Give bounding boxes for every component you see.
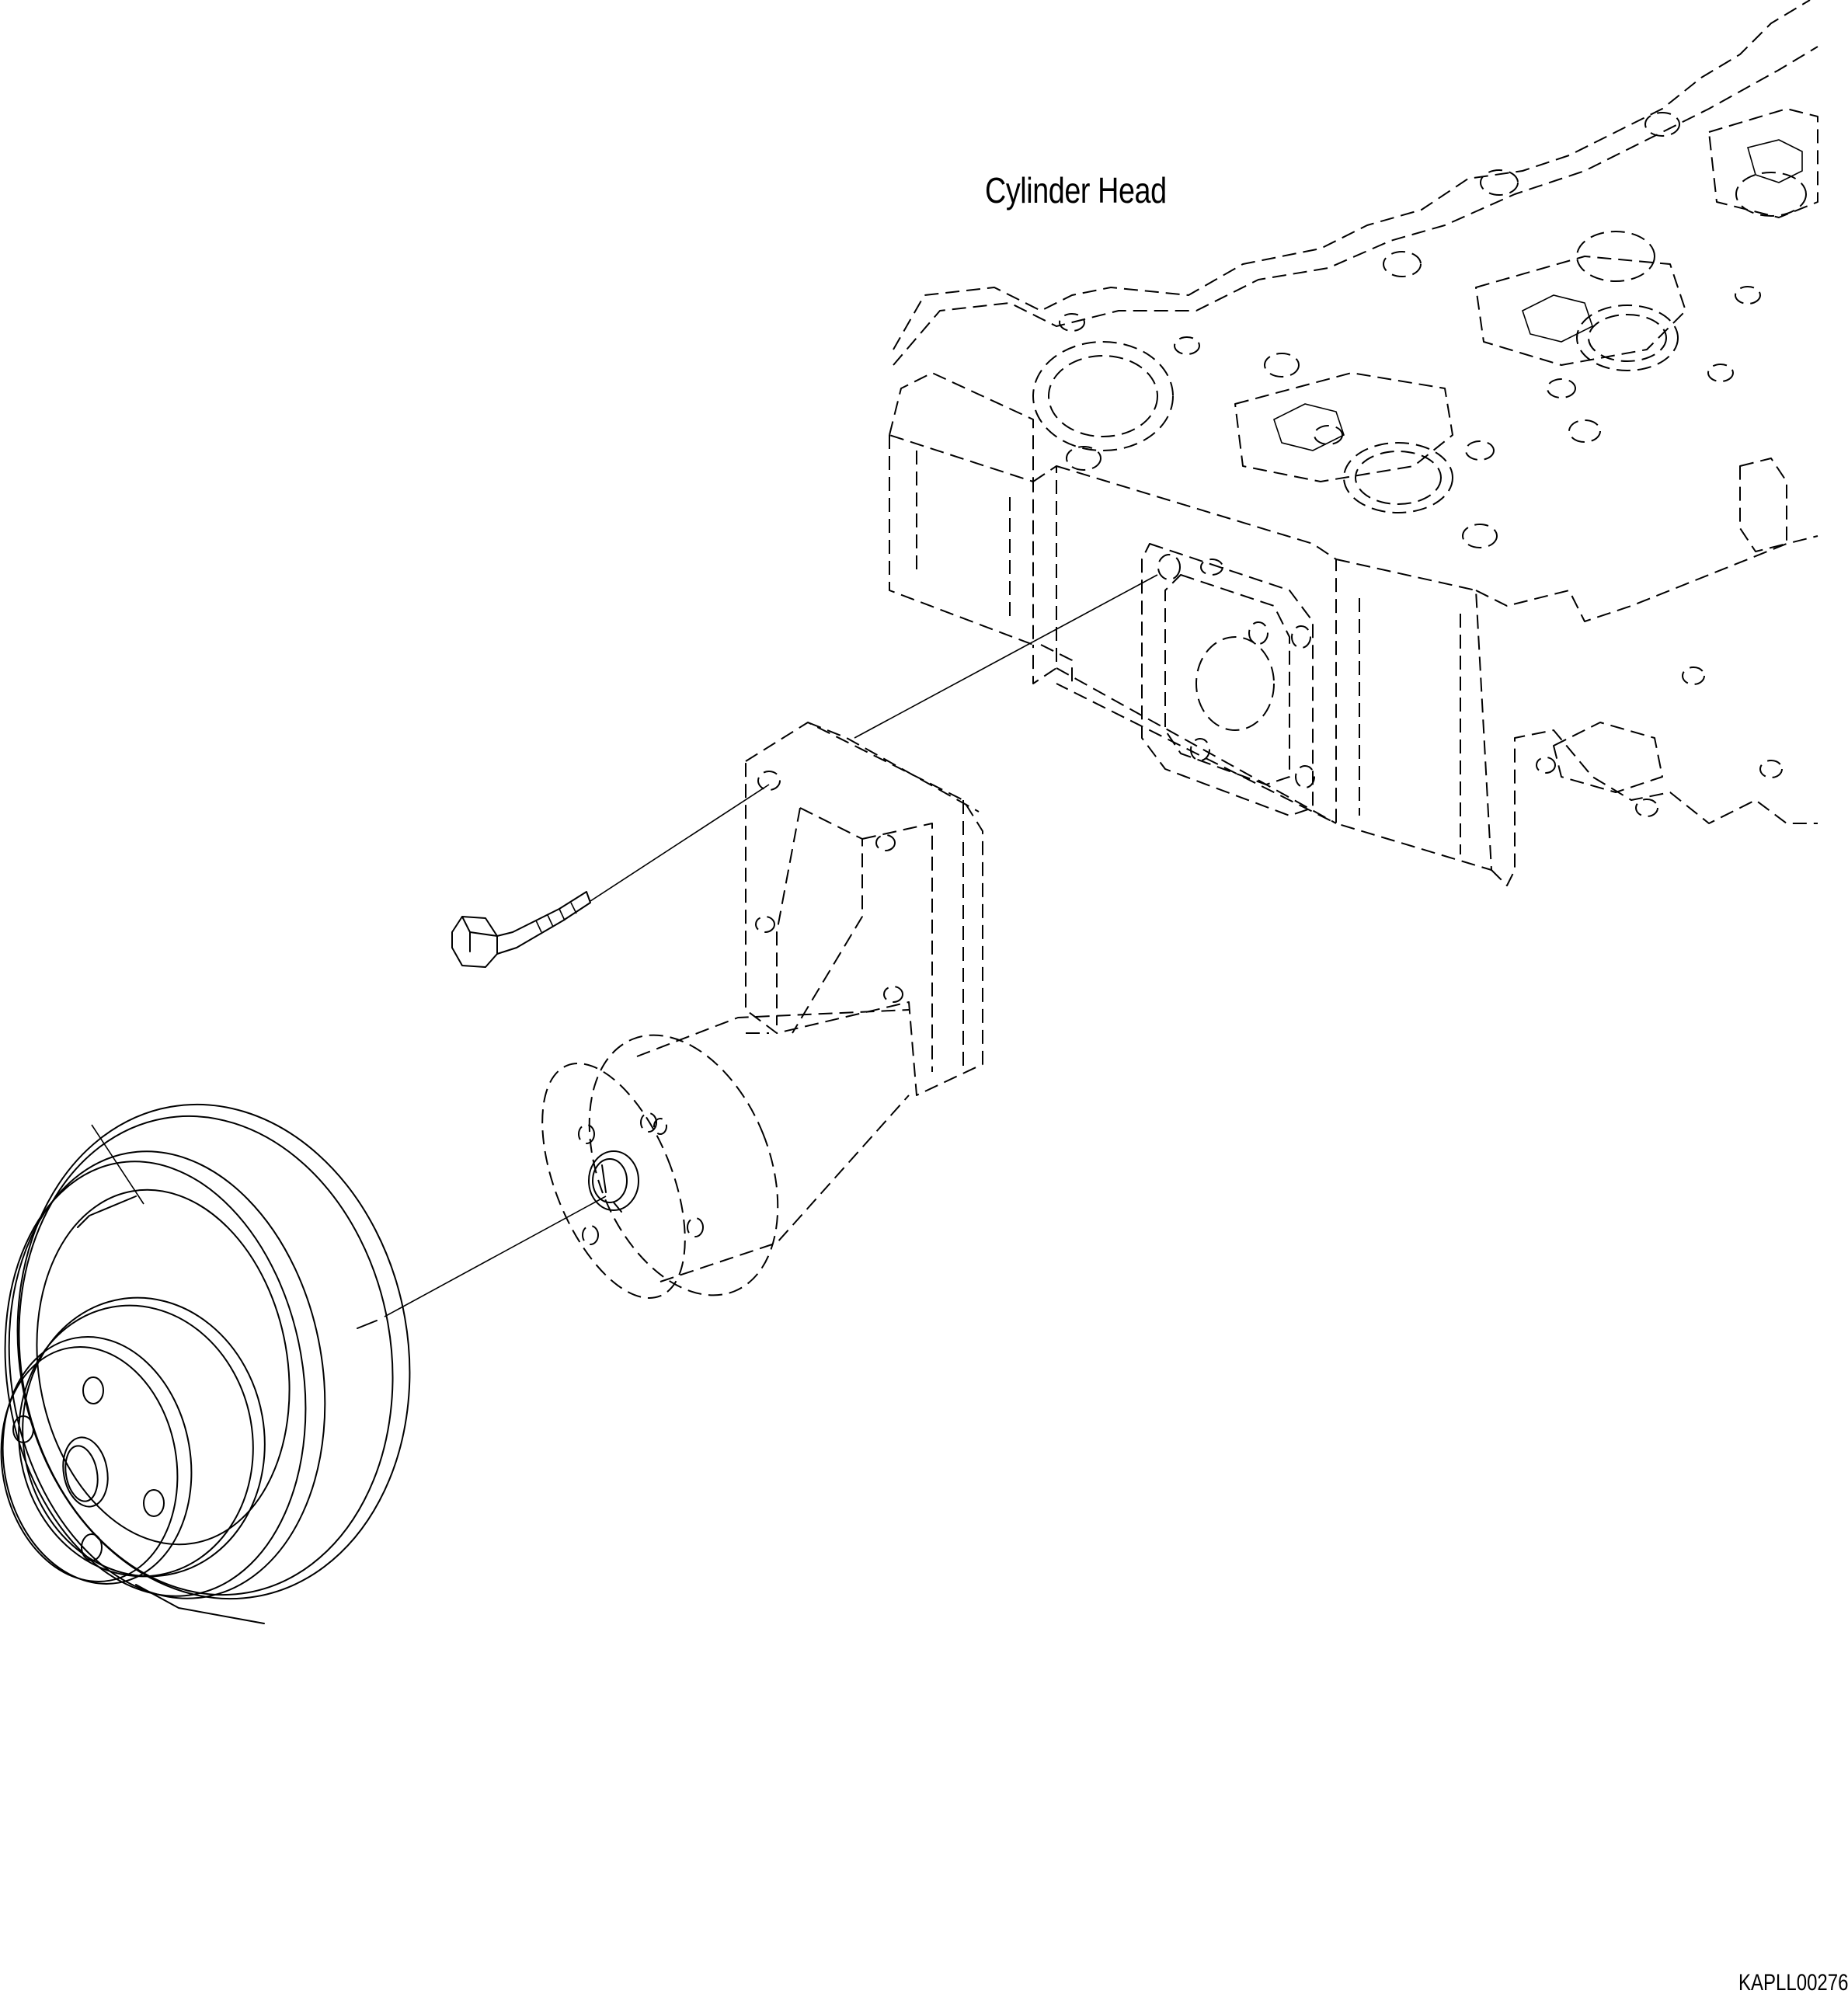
bracket	[745, 722, 983, 1096]
cylinder-head-label: Cylinder Head	[985, 170, 1167, 211]
water-pump	[541, 1009, 910, 1299]
drawing-code-label: KAPLL00276	[1738, 1970, 1848, 1996]
cylinder-head	[889, 0, 1818, 886]
pulley	[0, 1103, 411, 1624]
alignment-lines	[91, 574, 1158, 1317]
bolt	[451, 891, 591, 968]
